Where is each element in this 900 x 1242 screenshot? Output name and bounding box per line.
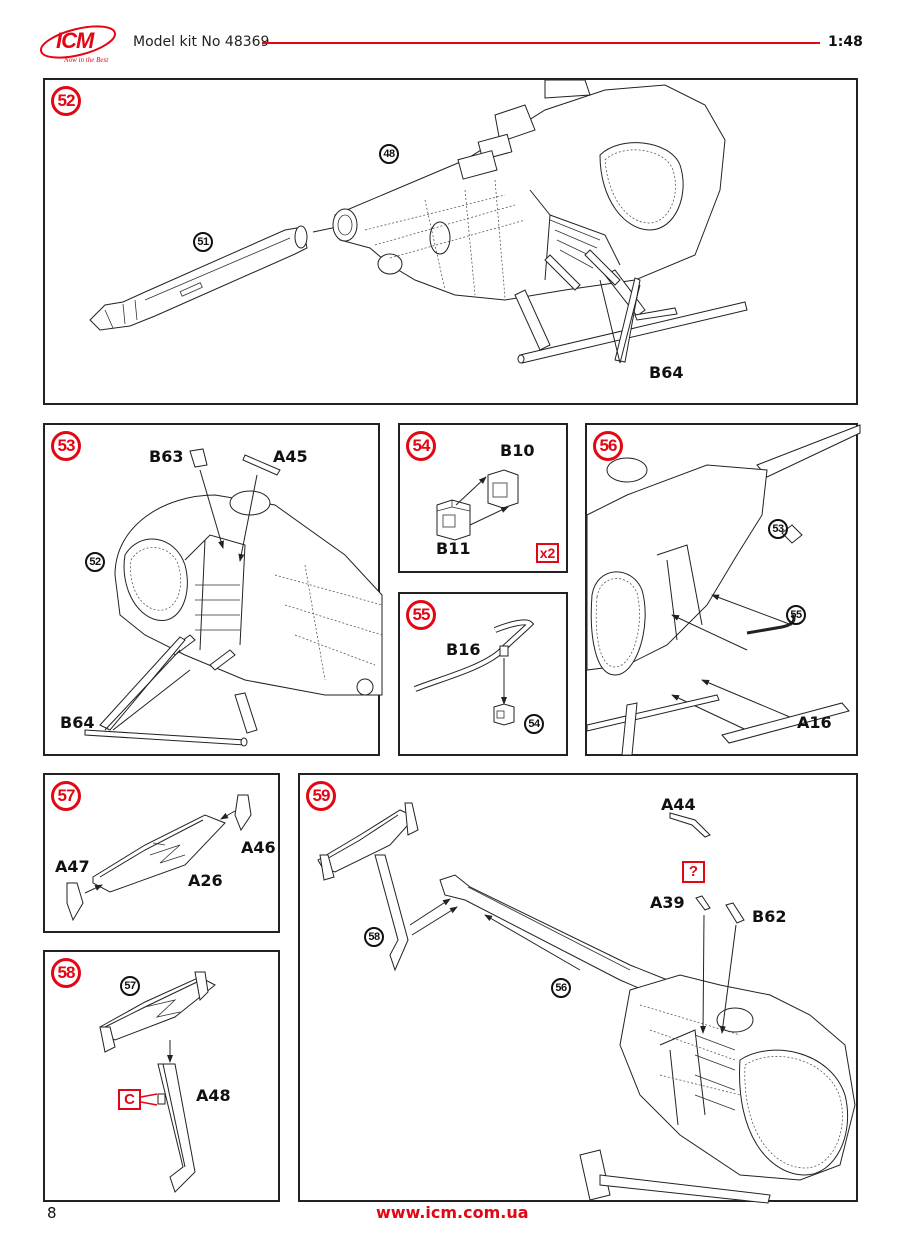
part-label-b11: B11 bbox=[436, 539, 471, 558]
ref-step-54: 54 bbox=[524, 714, 544, 734]
final-assembly-drawing bbox=[317, 802, 856, 1204]
tail-fin-drawing bbox=[99, 971, 216, 1193]
part-label-a45: A45 bbox=[273, 447, 308, 466]
step-number-55: 55 bbox=[406, 600, 436, 630]
step-52-panel: 52 51 48 B64 bbox=[43, 78, 858, 405]
step-number-56: 56 bbox=[593, 431, 623, 461]
step-54-panel: 54 B10 B11 x2 bbox=[398, 423, 568, 573]
part-label-a26: A26 bbox=[188, 871, 223, 890]
step-number-59: 59 bbox=[306, 781, 336, 811]
step-53-panel: 53 B63 A45 52 B64 bbox=[43, 423, 383, 756]
tail-boom-helicopter-drawing bbox=[89, 79, 748, 364]
step-number-57: 57 bbox=[51, 781, 81, 811]
step-number-54: 54 bbox=[406, 431, 436, 461]
ref-step-52: 52 bbox=[85, 552, 105, 572]
horizontal-stabilizer-drawing bbox=[66, 794, 252, 922]
icm-logo-text: ICM bbox=[56, 28, 94, 53]
callout-question-box: ? bbox=[682, 861, 705, 883]
part-label-b16: B16 bbox=[446, 640, 481, 659]
icm-logo-swoosh-icon bbox=[39, 25, 117, 59]
cockpit-assembly-drawing bbox=[84, 448, 383, 747]
ref-step-55: 55 bbox=[786, 605, 806, 625]
scale-label: 1:48 bbox=[828, 34, 863, 50]
kit-number: Model kit No 48369 bbox=[133, 34, 270, 50]
part-label-a39: A39 bbox=[650, 893, 685, 912]
quantity-x2-badge: x2 bbox=[536, 543, 559, 563]
ref-step-53: 53 bbox=[768, 519, 788, 539]
step-55-panel: 55 B16 54 bbox=[398, 592, 568, 756]
step-57-panel: 57 A46 A47 A26 bbox=[43, 773, 280, 933]
step-59-panel: 59 A44 ? A39 B62 58 56 bbox=[298, 773, 858, 1204]
part-label-b63: B63 bbox=[149, 447, 184, 466]
page-number: 8 bbox=[47, 1204, 57, 1222]
website-link[interactable]: www.icm.com.ua bbox=[376, 1203, 529, 1222]
part-label-b64: B64 bbox=[60, 713, 95, 732]
part-label-a44: A44 bbox=[661, 795, 696, 814]
icm-logo: ICM Now in the Best bbox=[38, 22, 118, 68]
step-number-53: 53 bbox=[51, 431, 81, 461]
step-number-58: 58 bbox=[51, 958, 81, 988]
header-rule bbox=[262, 42, 820, 44]
part-label-b10: B10 bbox=[500, 441, 535, 460]
part-label-a47: A47 bbox=[55, 857, 90, 876]
part-label-a46: A46 bbox=[241, 838, 276, 857]
part-label-b62: B62 bbox=[752, 907, 787, 926]
icm-logo-tagline: Now in the Best bbox=[64, 56, 109, 64]
b16-pipe-drawing bbox=[413, 619, 535, 726]
skid-assembly-drawing bbox=[586, 424, 861, 756]
ref-step-58: 58 bbox=[364, 927, 384, 947]
callout-c-leader bbox=[140, 1093, 158, 1106]
ref-step-57: 57 bbox=[120, 976, 140, 996]
part-label-a16: A16 bbox=[797, 713, 832, 732]
ref-step-56: 56 bbox=[551, 978, 571, 998]
b10-b11-block-drawing bbox=[436, 469, 519, 541]
step-56-panel: 56 53 55 A16 bbox=[585, 423, 861, 756]
ref-step-51: 51 bbox=[193, 232, 213, 252]
part-label-a48: A48 bbox=[196, 1086, 231, 1105]
ref-step-48: 48 bbox=[379, 144, 399, 164]
step-number-52: 52 bbox=[51, 86, 81, 116]
part-label-b64: B64 bbox=[649, 363, 684, 382]
step-58-panel: 58 57 A48 C bbox=[43, 950, 280, 1202]
callout-c-box: C bbox=[118, 1089, 141, 1110]
